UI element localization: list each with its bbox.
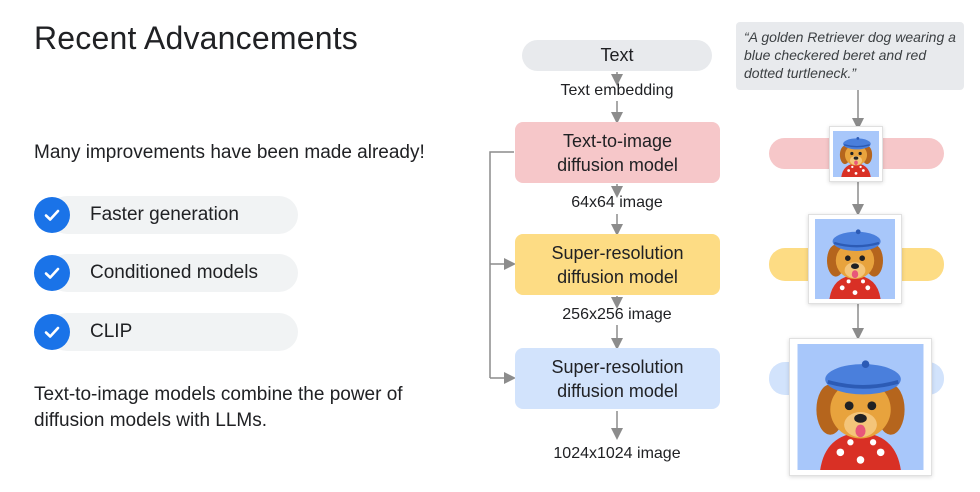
stage-line2: diffusion model bbox=[557, 154, 678, 175]
slide-title: Recent Advancements bbox=[34, 20, 358, 56]
feature-item: Faster generation bbox=[34, 196, 298, 234]
intro-text: Many improvements have been made already… bbox=[34, 142, 425, 163]
summary-text: Text-to-image models combine the power o… bbox=[34, 384, 403, 431]
dog-illustration bbox=[797, 344, 924, 470]
stage-line1: Text-to-image bbox=[562, 130, 673, 151]
check-circle-icon bbox=[34, 314, 70, 350]
feature-label: CLIP bbox=[90, 321, 133, 342]
check-circle-icon bbox=[34, 197, 70, 233]
super-resolution-model-node-1: Super-resolution diffusion model bbox=[515, 234, 720, 295]
stage-line2: diffusion model bbox=[557, 380, 678, 401]
text-input-node: Text bbox=[522, 40, 712, 71]
feature-label: Faster generation bbox=[90, 204, 239, 225]
feature-item: CLIP bbox=[34, 313, 298, 351]
feature-pill bbox=[48, 196, 298, 234]
feature-label: Conditioned models bbox=[90, 262, 258, 283]
text-embedding-label: Text embedding bbox=[560, 82, 674, 99]
output-label-256: 256x256 image bbox=[562, 306, 672, 323]
feature-pill bbox=[48, 254, 298, 292]
stage-line2: diffusion model bbox=[557, 266, 678, 287]
dog-illustration bbox=[833, 131, 879, 177]
prompt-quote: “A golden Retriever dog wearing a blue c… bbox=[736, 22, 964, 90]
golden-retriever-image-small bbox=[829, 126, 883, 182]
golden-retriever-image-medium bbox=[808, 214, 902, 304]
dog-illustration bbox=[815, 219, 895, 299]
feature-item: Conditioned models bbox=[34, 254, 298, 292]
super-resolution-model-node-2: Super-resolution diffusion model bbox=[515, 348, 720, 409]
output-label-1024: 1024x1024 image bbox=[553, 445, 681, 462]
feature-pill bbox=[48, 313, 298, 351]
golden-retriever-image-large bbox=[789, 338, 932, 476]
stage-line1: Super-resolution bbox=[551, 356, 684, 377]
text-to-image-model-node: Text-to-image diffusion model bbox=[515, 122, 720, 183]
output-label-64: 64x64 image bbox=[571, 194, 663, 211]
check-circle-icon bbox=[34, 255, 70, 291]
stage-line1: Super-resolution bbox=[551, 242, 684, 263]
